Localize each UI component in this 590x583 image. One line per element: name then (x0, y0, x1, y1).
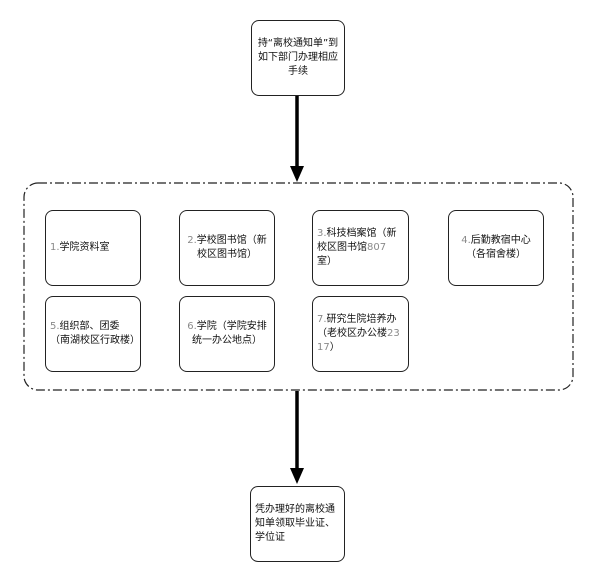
dept-node-3: 3.科技档案馆（新校区图书馆807 室） (312, 210, 409, 286)
dept-7-number: 7. (317, 314, 327, 325)
end-node: 凭办理好的离校通知单领取毕业证、学位证 (250, 486, 345, 562)
start-node: 持“离校通知单”到如下部门办理相应手续 (251, 20, 345, 96)
dept-7-room-number: 2317 (317, 328, 400, 353)
dept-node-2: 2.学校图书馆（新校区图书馆） (179, 210, 275, 286)
dept-3-label: 科技档案馆（新校区图书馆 (317, 228, 397, 253)
dept-6-number: 6. (187, 321, 197, 332)
arrow-head-top (290, 166, 304, 182)
start-node-label: 持“离校通知单”到如下部门办理相应手续 (257, 38, 339, 77)
dept-node-4: 4.后勤教宿中心（各宿舍楼） (448, 210, 544, 286)
dept-node-7: 7.研究生院培养办（老校区办公楼2317） (312, 296, 409, 372)
departments-group-frame (23, 182, 574, 391)
dept-3-room-number: 807 (367, 242, 387, 253)
dept-2-label: 学校图书馆（新校区图书馆） (196, 235, 267, 260)
dept-7-label-tail: ） (329, 342, 340, 353)
dept-node-1: 1.学院资料室 (45, 210, 141, 286)
dept-6-label: 学院（学院安排统一办公地点） (192, 321, 267, 346)
dept-1-number: 1. (50, 242, 60, 253)
dept-node-5: 5.组织部、团委（南湖校区行政楼） (45, 296, 141, 372)
dept-4-number: 4. (461, 235, 471, 246)
dept-7-label: 研究生院培养办（老校区办公楼 (317, 314, 397, 339)
arrow-head-bottom (290, 468, 304, 484)
dept-5-label: 组织部、团委（南湖校区行政楼） (50, 321, 140, 346)
dept-5-number: 5. (50, 321, 60, 332)
end-node-label: 凭办理好的离校通知单领取毕业证、学位证 (255, 504, 335, 543)
dept-3-label-tail: 室） (317, 256, 337, 267)
dept-3-number: 3. (317, 228, 327, 239)
dept-1-label: 学院资料室 (59, 242, 110, 253)
dept-4-label: 后勤教宿中心（各宿舍楼） (466, 235, 531, 260)
dept-2-number: 2. (187, 235, 197, 246)
dept-node-6: 6.学院（学院安排统一办公地点） (179, 296, 275, 372)
